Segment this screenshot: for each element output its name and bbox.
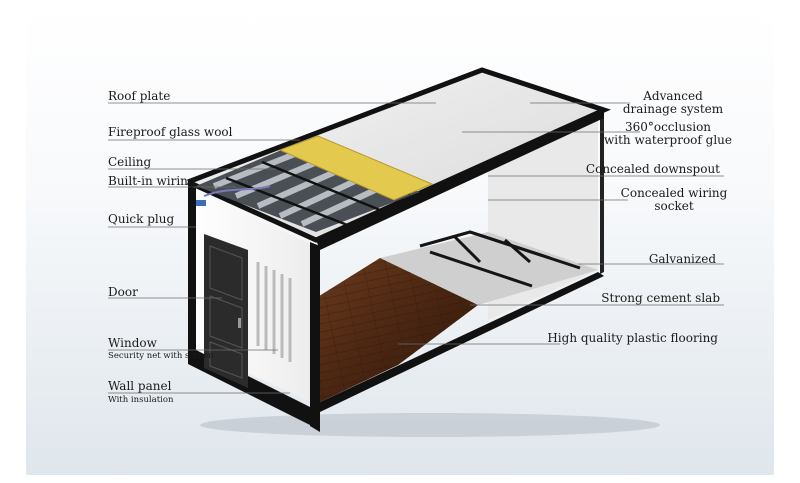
ground-shadow bbox=[200, 413, 660, 437]
background-panel bbox=[26, 8, 774, 475]
door-handle bbox=[238, 318, 241, 328]
label-quick-plug: Quick plug bbox=[108, 212, 175, 226]
flooring-planks bbox=[316, 258, 478, 404]
label-advanced-drainage: Advanced drainage system bbox=[618, 90, 728, 116]
label-wall-panel: Wall panel bbox=[108, 379, 172, 393]
quick-plug-icon bbox=[196, 200, 206, 206]
corner-post bbox=[310, 242, 320, 432]
glass-wool bbox=[280, 136, 432, 200]
window-security-net bbox=[256, 262, 292, 362]
galvanized-joists bbox=[419, 230, 581, 288]
label-occlusion-line2: with waterproof glue bbox=[603, 133, 733, 147]
label-socket-line2: socket bbox=[654, 199, 694, 213]
label-window-sub: Security net with screen bbox=[108, 351, 214, 361]
label-plastic-flooring: High quality plastic flooring bbox=[547, 331, 718, 345]
door-shape bbox=[204, 234, 248, 388]
roof-side-beam bbox=[316, 110, 604, 250]
label-socket-line1: Concealed wiring bbox=[620, 186, 728, 200]
end-post bbox=[188, 182, 196, 352]
label-occlusion: 360°occlusion with waterproof glue bbox=[598, 121, 738, 147]
label-occlusion-line1: 360°occlusion bbox=[624, 120, 712, 134]
rear-frame bbox=[600, 112, 604, 274]
label-strong-cement-slab: Strong cement slab bbox=[601, 291, 720, 305]
label-concealed-downspout: Concealed downspout bbox=[585, 162, 720, 176]
label-galvanized: Galvanized bbox=[648, 252, 716, 266]
right-leader-lines bbox=[398, 102, 724, 345]
label-concealed-wiring-socket: Concealed wiring socket bbox=[612, 187, 736, 213]
label-window: Window bbox=[108, 336, 157, 350]
cement-slab bbox=[380, 232, 598, 305]
floor-beam bbox=[316, 272, 604, 412]
label-roof-plate: Roof plate bbox=[108, 89, 171, 103]
glass-wool-edge bbox=[278, 135, 434, 201]
label-fireproof-glass-wool: Fireproof glass wool bbox=[108, 125, 233, 139]
label-drainage-line1: Advanced bbox=[643, 89, 703, 103]
label-drainage-line2: drainage system bbox=[622, 102, 724, 116]
wiring-cable bbox=[203, 185, 271, 197]
label-door: Door bbox=[108, 285, 138, 299]
left-leader-lines bbox=[108, 102, 436, 394]
label-wall-panel-sub: With insulation bbox=[108, 395, 174, 405]
label-built-in-wiring: Built-in wiring bbox=[108, 174, 196, 188]
label-ceiling: Ceiling bbox=[108, 155, 152, 169]
